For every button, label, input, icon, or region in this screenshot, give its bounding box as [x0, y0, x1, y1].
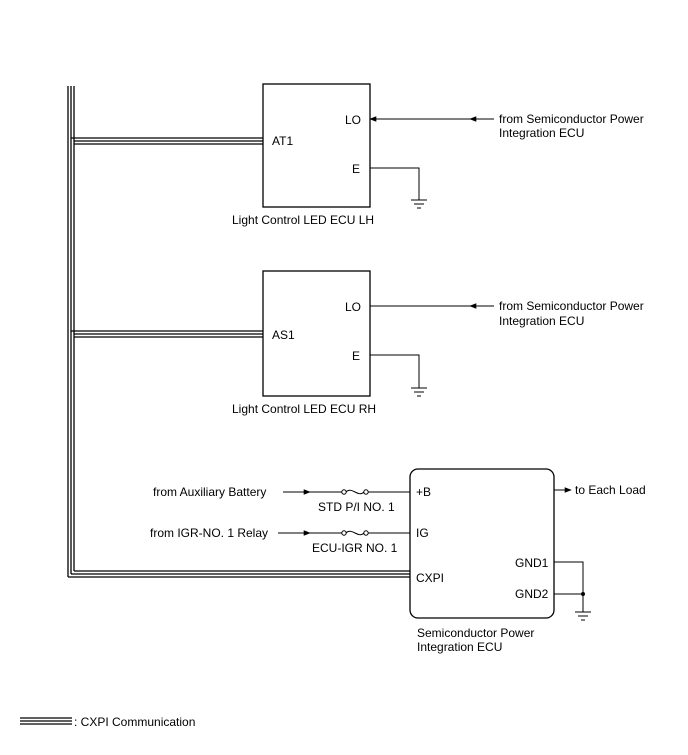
output-label: to Each Load [575, 483, 646, 497]
power-ecu-box [409, 468, 555, 619]
port-cxpi-label: CXPI [416, 571, 444, 585]
ground-icon [411, 387, 427, 397]
igr-relay-label: from IGR-NO. 1 Relay [150, 526, 268, 540]
legend-cxpi-symbol [20, 717, 72, 725]
cxpi-bus [67, 86, 410, 578]
ecu-rh: AS1 LO E Light Control LED ECU RH from S… [232, 270, 644, 416]
port-lo-label: LO [345, 113, 361, 127]
aux-battery-label: from Auxiliary Battery [153, 485, 266, 499]
legend: : CXPI Communication [20, 715, 195, 729]
port-e-label: E [352, 349, 360, 363]
input-igr-relay: from IGR-NO. 1 Relay ECU-IGR NO. 1 [150, 526, 410, 555]
ecu-rh-name: Light Control LED ECU RH [232, 402, 376, 416]
power-ecu-name-line2: Integration ECU [417, 640, 502, 654]
port-ig-label: IG [416, 526, 429, 540]
rh-e-ground-wire [370, 354, 420, 388]
input-aux-battery: from Auxiliary Battery STD P/I NO. 1 [153, 485, 410, 514]
port-as1-label: AS1 [272, 328, 295, 342]
legend-label: : CXPI Communication [74, 715, 195, 729]
fuse-icon [341, 530, 369, 536]
fuse-icon [341, 489, 369, 495]
port-e-label: E [352, 162, 360, 176]
port-gnd1-label: GND1 [515, 556, 549, 570]
fuse-ecu-igr-label: ECU-IGR NO. 1 [312, 541, 398, 555]
rh-source-line1: from Semiconductor Power [499, 299, 644, 313]
power-ecu: +B IG CXPI GND1 GND2 Semiconductor Power… [409, 468, 646, 654]
port-b-label: +B [416, 485, 431, 499]
port-lo-label: LO [345, 300, 361, 314]
power-ecu-name-line1: Semiconductor Power [417, 626, 534, 640]
lh-e-ground-wire [370, 167, 420, 200]
fuse-std-label: STD P/I NO. 1 [318, 500, 395, 514]
port-gnd2-label: GND2 [515, 587, 549, 601]
rh-source-line2: Integration ECU [499, 314, 584, 328]
ecu-lh: AT1 LO E Light Control LED ECU LH from S… [232, 83, 644, 227]
lh-source-line2: Integration ECU [499, 126, 584, 140]
ground-icon [411, 199, 427, 209]
port-at1-label: AT1 [272, 134, 293, 148]
junction-dot [581, 592, 585, 596]
gnd-wire [554, 561, 584, 612]
ecu-lh-name: Light Control LED ECU LH [232, 213, 374, 227]
ecu-lh-box [262, 83, 371, 208]
lh-source-line1: from Semiconductor Power [499, 112, 644, 126]
ecu-rh-box [262, 270, 371, 397]
ground-icon [575, 611, 591, 621]
